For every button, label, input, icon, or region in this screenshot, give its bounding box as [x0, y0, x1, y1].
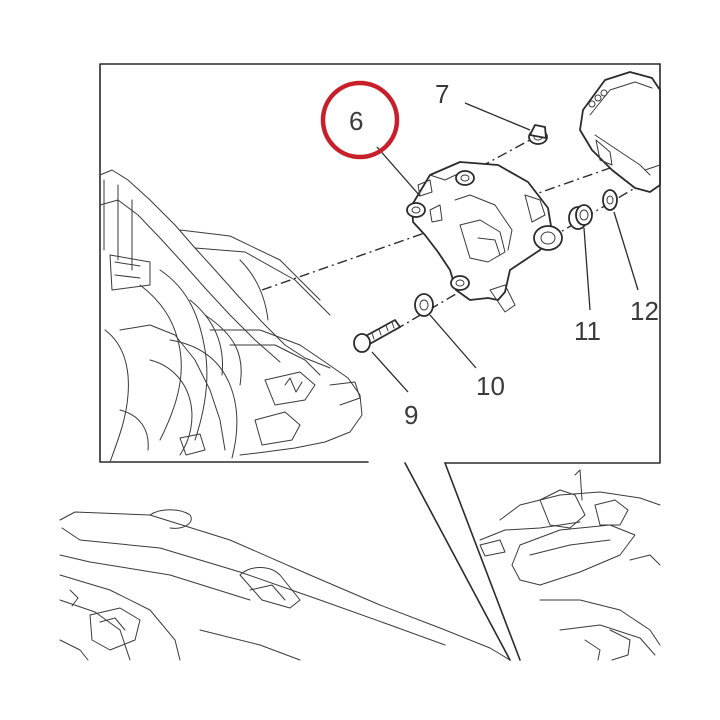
callout-10: 10: [476, 371, 505, 401]
cover-box-part-12-assembly[interactable]: [579, 71, 661, 193]
callout-7: 7: [435, 79, 449, 109]
washer-part-10[interactable]: [414, 293, 434, 317]
bolt-part-9[interactable]: [353, 319, 401, 353]
highlight-ring: [320, 80, 400, 160]
grommet-part-11[interactable]: [568, 204, 593, 230]
zoom-guide-lines: [404, 462, 661, 661]
overview-handlebar-area: [479, 469, 661, 661]
callout-12: 12: [630, 296, 659, 326]
callout-6: 6: [349, 106, 363, 136]
detail-frame: [99, 63, 661, 463]
screw-part-7[interactable]: [528, 124, 548, 145]
mounting-bracket-part-6[interactable]: [406, 161, 563, 313]
frame-background-left: [99, 169, 363, 463]
washer-part-12[interactable]: [602, 189, 618, 211]
leader-lines: [371, 102, 639, 393]
callout-9: 9: [404, 400, 418, 430]
callout-11: 11: [574, 316, 601, 346]
overview-motorcycle-body: [59, 509, 511, 661]
